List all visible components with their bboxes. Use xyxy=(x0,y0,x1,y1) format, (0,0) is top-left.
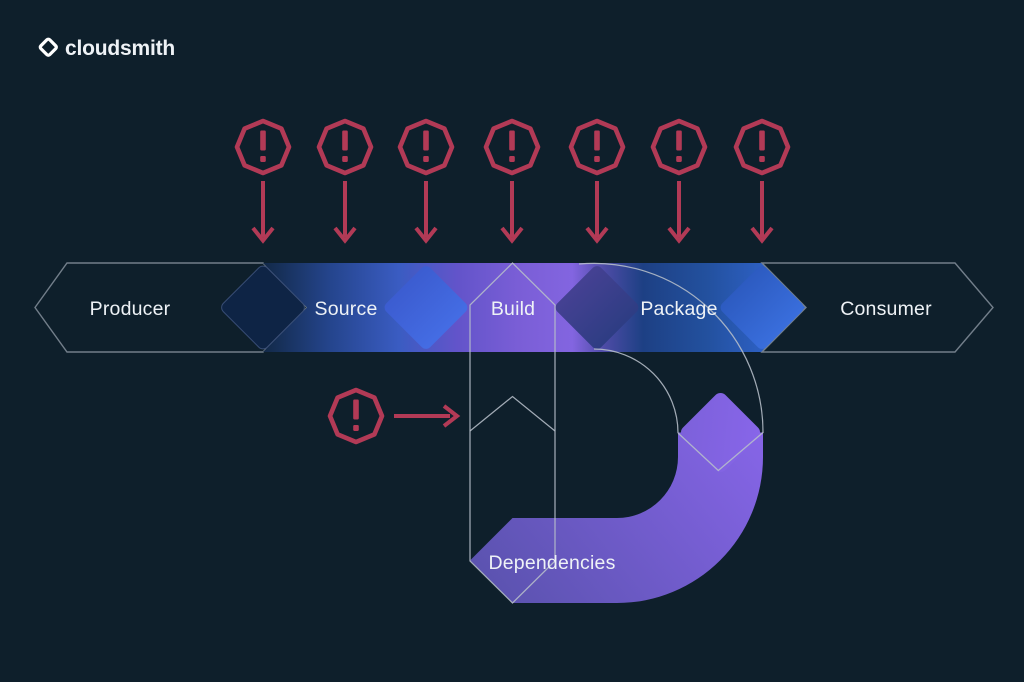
down-arrow-icon xyxy=(585,179,609,243)
outline-d-outer-arc xyxy=(578,262,764,434)
stage-labels: Producer Source Build Package Consumer D… xyxy=(90,298,932,574)
dependencies-curve xyxy=(470,432,763,603)
warning-octagon-icon xyxy=(486,121,538,173)
down-arrow-icon xyxy=(414,179,438,243)
dependency-alert xyxy=(330,390,461,442)
warning-row xyxy=(237,121,788,243)
right-arrow-icon xyxy=(394,404,461,428)
brand-name: cloudsmith xyxy=(65,37,175,60)
stage-shape-filled-middle xyxy=(263,263,806,352)
stage-label-producer: Producer xyxy=(90,298,171,320)
down-arrow-icon xyxy=(667,179,691,243)
stage-label-source: Source xyxy=(315,298,378,320)
outline-echoes xyxy=(469,262,764,604)
outline-d-inner-arc xyxy=(593,348,679,434)
warning-octagon-icon xyxy=(330,390,382,442)
dependencies-label: Dependencies xyxy=(488,552,615,574)
boundary-diamond-producer-source xyxy=(221,265,305,350)
warning-octagon-icon xyxy=(319,121,371,173)
down-arrow-icon xyxy=(500,179,524,243)
boundary-diamond-build-package xyxy=(555,266,639,349)
down-arrow-icon xyxy=(333,179,357,243)
boundary-diamond-package-consumer xyxy=(720,266,804,349)
outline-d-end-notch xyxy=(677,432,764,472)
warning-octagon-icon xyxy=(237,121,289,173)
warning-octagon-icon xyxy=(736,121,788,173)
down-arrow-icon xyxy=(251,179,275,243)
stage-label-build: Build xyxy=(491,298,535,320)
warning-octagon-icon xyxy=(653,121,705,173)
warning-octagon-icon xyxy=(571,121,623,173)
stage-label-package: Package xyxy=(640,298,717,320)
brand-logo: cloudsmith xyxy=(38,37,175,60)
warning-octagon-icon xyxy=(400,121,452,173)
diamond-outline-icon xyxy=(38,37,58,57)
stage-label-consumer: Consumer xyxy=(840,298,932,320)
vertical-outline-arrow xyxy=(469,262,556,604)
vertical-outline-arrow-chevron xyxy=(469,395,556,432)
down-arrow-icon xyxy=(750,179,774,243)
pipeline-band xyxy=(34,262,994,353)
stage-shape-consumer xyxy=(760,262,994,353)
boundary-diamond-source-build xyxy=(384,266,468,349)
